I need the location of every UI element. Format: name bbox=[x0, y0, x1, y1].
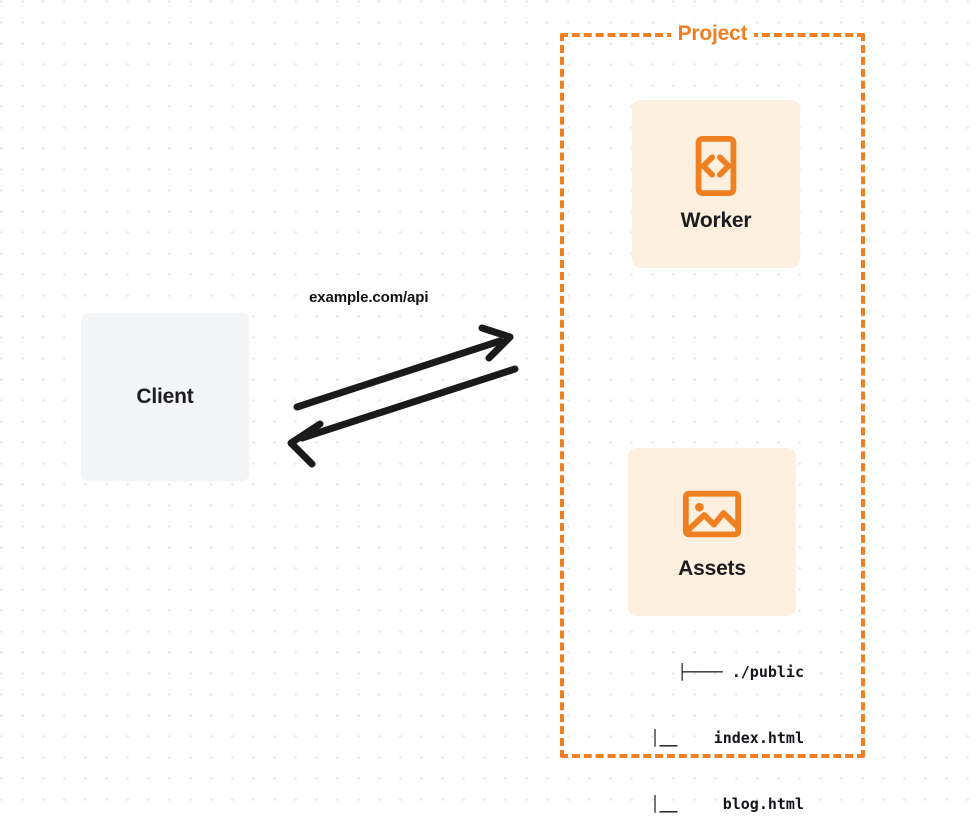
request-arrow-icon bbox=[293, 324, 514, 411]
file-tree-row: ├──── ./public bbox=[677, 663, 804, 681]
group-project-title: Project bbox=[670, 22, 755, 46]
edge-label-api-url: example.com/api bbox=[309, 289, 429, 306]
file-tree-row: │__ blog.html bbox=[650, 795, 804, 813]
node-client-label: Client bbox=[136, 385, 194, 408]
assets-file-tree: ├──── ./public │__ index.html │__ blog.h… bbox=[604, 617, 804, 818]
node-worker-label: Worker bbox=[680, 209, 752, 232]
group-project: Project bbox=[560, 22, 865, 758]
node-assets[interactable]: Assets bbox=[628, 448, 796, 616]
file-tree-row: │__ index.html bbox=[650, 729, 804, 747]
node-assets-label: Assets bbox=[678, 557, 746, 580]
node-client[interactable]: Client bbox=[81, 313, 249, 481]
image-icon bbox=[682, 490, 742, 538]
node-worker[interactable]: Worker bbox=[632, 100, 800, 268]
code-brackets-icon bbox=[695, 135, 737, 197]
response-arrow-icon bbox=[287, 365, 519, 468]
